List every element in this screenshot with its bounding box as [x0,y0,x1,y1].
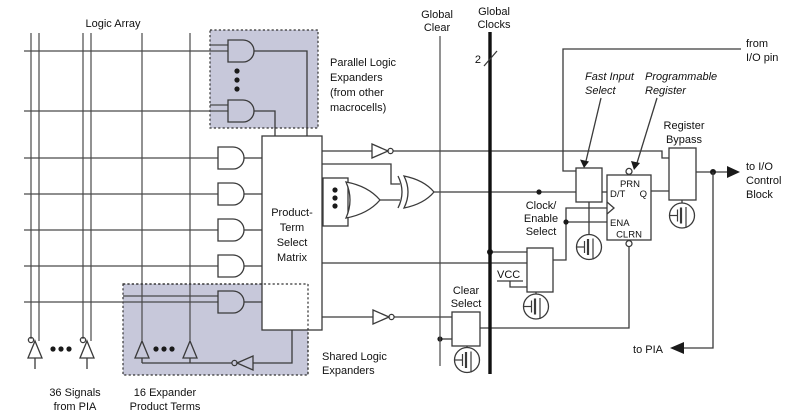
svg-text:36 Signals: 36 Signals [49,387,101,399]
pin-q: Q [640,189,647,200]
svg-text:Fast Input: Fast Input [585,71,635,83]
svg-text:Programmable: Programmable [645,71,717,83]
global-clear-label: Global Clear [421,9,453,34]
global-clocks-label: Global Clocks [477,6,511,31]
svg-text:Bypass: Bypass [666,134,703,146]
svg-text:I/O pin: I/O pin [746,52,778,64]
pia-buffer [27,336,95,369]
to-io-arrow [727,166,740,178]
svg-text:Select: Select [585,85,617,97]
register-bypass-label: Register Bypass [664,120,705,146]
to-pia-label: to PIA [633,344,664,356]
programmable-register-label: Programmable Register [645,71,717,97]
preset-bubble [625,167,633,176]
svg-text:Enable: Enable [524,213,558,225]
svg-text:Control: Control [746,175,781,187]
programmable-register-arrow [631,97,658,170]
expander-or-gate [322,177,381,227]
svg-text:Clear: Clear [453,285,480,297]
svg-text:(from other: (from other [330,87,384,99]
bus-width-label: 2 [475,54,481,66]
clear-bubble [625,239,633,248]
svg-text:16 Expander: 16 Expander [134,387,197,399]
shared-expanders-label: Shared Logic Expanders [322,351,387,377]
logic-array-grid [24,33,228,341]
fast-input-select-label: Fast Input Select [585,71,635,97]
svg-text:Clear: Clear [424,22,451,34]
expander-product-terms-label: 16 Expander Product Terms [130,387,201,413]
fast-input-select-box [575,167,603,203]
matrix-label: Product- Term Select Matrix [271,207,313,264]
xor-gate [397,175,435,209]
svg-text:macrocells): macrocells) [330,102,386,114]
svg-text:Clocks: Clocks [477,19,511,31]
svg-text:Register: Register [645,85,687,97]
pin-dt: D/T [610,189,626,200]
inverter [371,143,394,159]
pin-clrn: CLRN [616,230,642,241]
eeprom-cell-icon [522,292,550,321]
svg-text:to I/O: to I/O [746,161,773,173]
programmable-register-box: PRN D/T Q ENA CLRN [606,167,652,248]
eeprom-cell-icon [453,346,481,374]
pin-prn: PRN [620,179,640,190]
svg-text:Expanders: Expanders [330,72,383,84]
shared-feedback-inverter [231,355,254,371]
svg-text:Matrix: Matrix [277,252,307,264]
parallel-expanders-label: Parallel Logic Expanders (from other mac… [330,57,397,114]
signals-from-pia-label: 36 Signals from PIA [49,387,101,413]
logic-array-label: Logic Array [85,18,141,30]
from-io-pin-label: from I/O pin [746,38,778,64]
eeprom-cell-icon [668,201,696,230]
svg-text:Parallel Logic: Parallel Logic [330,57,397,69]
svg-text:Global: Global [421,9,453,21]
to-pia-arrow [670,342,684,354]
svg-text:Select: Select [277,237,308,249]
wires [142,48,741,364]
svg-text:Shared Logic: Shared Logic [322,351,387,363]
svg-text:Expanders: Expanders [322,365,375,377]
inverter [372,309,395,325]
fast-input-select-arrow [580,97,602,168]
clear-select-label: Clear Select [451,285,482,310]
svg-text:Product-: Product- [271,207,313,219]
svg-text:Clock/: Clock/ [526,200,558,212]
clock-enable-select-box [526,247,554,293]
svg-text:Block: Block [746,189,773,201]
clear-select-box [451,311,481,347]
clock-enable-select-label: Clock/ Enable Select [524,200,558,238]
svg-text:from PIA: from PIA [54,401,97,413]
to-io-control-block-label: to I/O Control Block [746,161,781,201]
product-term-select-matrix [261,135,323,331]
svg-text:Global: Global [478,6,510,18]
svg-text:Select: Select [526,226,557,238]
parallel-expander-and-gates [227,39,308,136]
vcc-label: VCC [497,269,520,281]
svg-text:Register: Register [664,120,705,132]
svg-text:Select: Select [451,298,482,310]
svg-text:Product Terms: Product Terms [130,401,201,413]
bus-width-slash [483,50,498,67]
expander-buffer [134,339,198,363]
svg-text:from: from [746,38,768,50]
register-bypass-box [668,147,697,201]
svg-text:Term: Term [280,222,304,234]
and-gate-array [217,146,262,314]
pin-ena: ENA [610,218,630,229]
eeprom-cell-icon [575,233,603,261]
